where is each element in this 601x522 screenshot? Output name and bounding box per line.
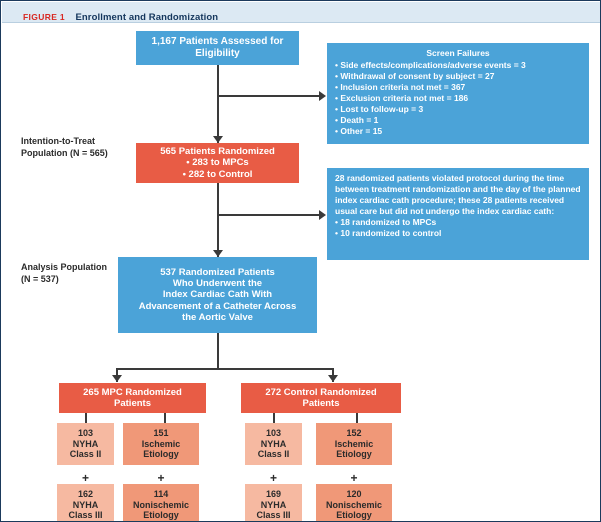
connector-to-screen-failures: [217, 95, 322, 97]
mpc-nonisch-line-1: 114: [153, 489, 169, 500]
connector-control-to-ischemic: [356, 413, 358, 423]
node-mpc-nonischemic: 114 Nonischemic Etiology: [123, 484, 199, 521]
underwent-line-3: Index Cardiac Cath With: [162, 289, 273, 301]
node-mpc-nyha-class-3: 162 NYHA Class III: [57, 484, 114, 521]
label-analysis-population: Analysis Population (N = 537): [21, 261, 141, 285]
mpc-nyha3-line-2: NYHA: [72, 499, 99, 510]
ctl-nonisch-line-2: Nonischemic: [325, 499, 383, 510]
arrowhead-to-screen-failures: [319, 91, 326, 101]
node-mpc-arm: 265 MPC Randomized Patients: [59, 383, 206, 413]
mpc-arm-line-1: 265 MPC Randomized: [83, 386, 182, 398]
ctl-isch-line-1: 152: [346, 428, 362, 439]
underwent-line-1: 537 Randomized Patients: [160, 266, 275, 278]
node-screen-failures: Screen Failures • Side effects/complicat…: [327, 43, 589, 144]
ctl-isch-line-2: Ischemic: [334, 438, 374, 449]
connector-mpc-to-nyha: [85, 413, 87, 423]
ctl-nyha2-line-1: 103: [265, 428, 282, 439]
mpc-nyha3-line-3: Class III: [68, 510, 103, 521]
node-protocol-violation: 28 randomized patients violated protocol…: [327, 168, 589, 260]
figure-header-text: FIGURE 1 Enrollment and Randomization: [23, 7, 218, 25]
itt-line-2: Population (N = 565): [21, 148, 108, 159]
mpc-nyha2-line-2: NYHA: [72, 438, 99, 449]
mpc-isch-line-2: Ischemic: [141, 438, 181, 449]
connector-control-to-nyha: [273, 413, 275, 423]
screen-failures-item-5: • Lost to follow-up = 3: [335, 104, 424, 115]
node-control-arm: 272 Control Randomized Patients: [241, 383, 401, 413]
randomized-heading: 565 Patients Randomized: [160, 146, 275, 158]
screen-failures-item-4: • Exclusion criteria not met = 186: [335, 93, 469, 104]
arrowhead-to-protocol-violation: [319, 210, 326, 220]
connector-mpc-to-ischemic: [164, 413, 166, 423]
control-etiology-plus-sign: +: [350, 471, 358, 485]
control-arm-line-1: 272 Control Randomized: [265, 386, 377, 398]
underwent-line-2: Who Underwent the: [172, 278, 263, 290]
ctl-nyha3-line-3: Class III: [256, 510, 291, 521]
protocol-violation-item-1: • 18 randomized to MPCs: [335, 217, 437, 228]
screen-failures-item-6: • Death = 1: [335, 115, 379, 126]
ctl-nonisch-line-1: 120: [346, 489, 362, 500]
ctl-nyha2-line-3: Class II: [257, 449, 290, 460]
mpc-nonisch-line-2: Nonischemic: [132, 499, 190, 510]
node-control-nyha-class-3: 169 NYHA Class III: [245, 484, 302, 521]
mpc-isch-line-1: 151: [153, 428, 169, 439]
mpc-arm-line-2: Patients: [114, 398, 151, 409]
mpc-nyha3-line-1: 162: [77, 489, 94, 500]
protocol-violation-item-2: • 10 randomized to control: [335, 228, 442, 239]
screen-failures-item-3: • Inclusion criteria not met = 367: [335, 82, 466, 93]
figure-number-label: FIGURE 1: [23, 12, 66, 22]
arrowhead-to-randomized: [213, 136, 223, 143]
figure-header-bar: FIGURE 1 Enrollment and Randomization: [2, 2, 600, 25]
figure-title: Enrollment and Randomization: [75, 12, 219, 23]
node-patients-assessed: 1,167 Patients Assessed for Eligibility: [136, 31, 299, 65]
connector-arm-split-bar: [116, 368, 334, 370]
arrowhead-to-control-arm: [328, 375, 338, 382]
screen-failures-heading: Screen Failures: [426, 48, 490, 58]
node-control-nonischemic: 120 Nonischemic Etiology: [316, 484, 392, 521]
node-underwent-index-cath: 537 Randomized Patients Who Underwent th…: [118, 257, 317, 333]
connector-assessed-to-randomized: [217, 65, 219, 143]
screen-failures-item-7: • Other = 15: [335, 126, 383, 137]
flow-diagram-canvas: Intention-to-Treat Population (N = 565) …: [1, 23, 600, 521]
assessed-line-1: 1,167 Patients Assessed for: [151, 36, 284, 48]
assessed-line-2: Eligibility: [195, 48, 240, 59]
screen-failures-item-1: • Side effects/complications/adverse eve…: [335, 60, 526, 71]
mpc-nonisch-line-3: Etiology: [143, 510, 179, 521]
arrowhead-to-mpc-arm: [112, 375, 122, 382]
node-mpc-nyha-class-2: 103 NYHA Class II: [57, 423, 114, 465]
ctl-nyha2-line-2: NYHA: [260, 438, 287, 449]
node-mpc-ischemic: 151 Ischemic Etiology: [123, 423, 199, 465]
mpc-nyha-plus-sign: +: [81, 471, 89, 485]
mpc-etiology-plus-sign: +: [157, 471, 165, 485]
label-intention-to-treat: Intention-to-Treat Population (N = 565): [21, 135, 141, 159]
itt-line-1: Intention-to-Treat: [21, 136, 95, 146]
analysis-line-2: (N = 537): [21, 274, 59, 285]
connector-randomized-to-underwent: [217, 183, 219, 257]
mpc-nyha2-line-1: 103: [77, 428, 94, 439]
node-patients-randomized: 565 Patients Randomized • 283 to MPCs • …: [136, 143, 299, 183]
node-control-nyha-class-2: 103 NYHA Class II: [245, 423, 302, 465]
randomized-item-2: • 282 to Control: [182, 168, 253, 180]
screen-failures-item-2: • Withdrawal of consent by subject = 27: [335, 71, 495, 82]
underwent-line-5: the Aortic Valve: [182, 311, 253, 323]
control-arm-line-2: Patients: [302, 398, 340, 409]
ctl-nyha3-line-1: 169: [265, 489, 282, 500]
randomized-item-1: • 283 to MPCs: [186, 157, 249, 169]
arrowhead-to-underwent: [213, 250, 223, 257]
protocol-violation-paragraph: 28 randomized patients violated protocol…: [335, 173, 581, 217]
mpc-isch-line-3: Etiology: [143, 449, 179, 460]
control-nyha-plus-sign: +: [269, 471, 277, 485]
mpc-nyha2-line-3: Class II: [69, 449, 102, 460]
ctl-nonisch-line-3: Etiology: [336, 510, 372, 521]
ctl-isch-line-3: Etiology: [336, 449, 372, 460]
ctl-nyha3-line-2: NYHA: [260, 499, 287, 510]
analysis-line-1: Analysis Population: [21, 262, 108, 272]
connector-to-protocol-violation: [217, 214, 322, 216]
connector-underwent-split-stem: [217, 333, 219, 370]
underwent-line-4: Advancement of a Catheter Across: [138, 300, 297, 312]
node-control-ischemic: 152 Ischemic Etiology: [316, 423, 392, 465]
